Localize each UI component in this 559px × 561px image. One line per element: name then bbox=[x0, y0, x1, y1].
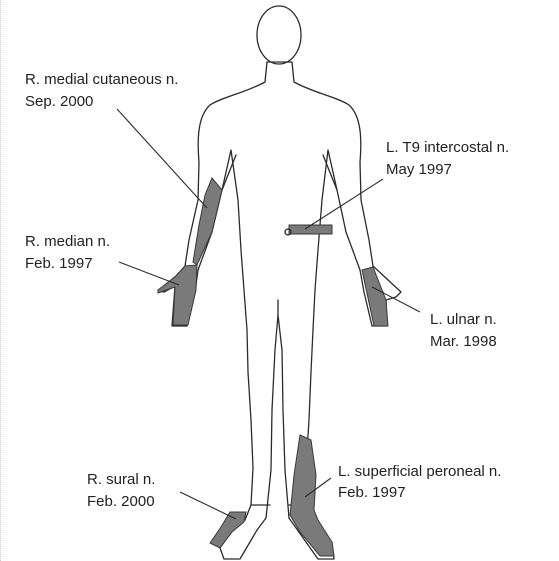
shaded-r-medial-cutaneous bbox=[193, 178, 222, 265]
label-l-ulnar-date: Mar. 1998 bbox=[430, 333, 497, 350]
shaded-r-sural bbox=[210, 512, 246, 548]
label-r-medial-cutaneous-date: Sep. 2000 bbox=[25, 93, 93, 110]
leader-r-medial-cutaneous bbox=[117, 109, 207, 208]
leader-r-median bbox=[119, 262, 179, 285]
shaded-l-t9-intercostal bbox=[289, 225, 332, 234]
label-r-sural-nerve: R. sural n. bbox=[87, 471, 155, 488]
label-l-t9-intercostal-date: May 1997 bbox=[386, 161, 452, 178]
label-r-median-date: Feb. 1997 bbox=[25, 255, 93, 272]
label-r-sural-date: Feb. 2000 bbox=[87, 493, 155, 510]
head-outline bbox=[257, 6, 301, 64]
label-l-superficial-peroneal-nerve: L. superficial peroneal n. bbox=[338, 463, 501, 480]
label-r-medial-cutaneous-nerve: R. medial cutaneous n. bbox=[25, 71, 178, 88]
leader-r-sural bbox=[180, 492, 236, 519]
shaded-l-superficial-peroneal bbox=[290, 435, 334, 556]
label-l-superficial-peroneal-date: Feb. 1997 bbox=[338, 484, 406, 501]
label-r-median-nerve: R. median n. bbox=[25, 233, 110, 250]
label-l-ulnar-nerve: L. ulnar n. bbox=[430, 311, 497, 328]
label-l-t9-intercostal-nerve: L. T9 intercostal n. bbox=[386, 139, 509, 156]
shaded-r-median bbox=[158, 265, 197, 325]
